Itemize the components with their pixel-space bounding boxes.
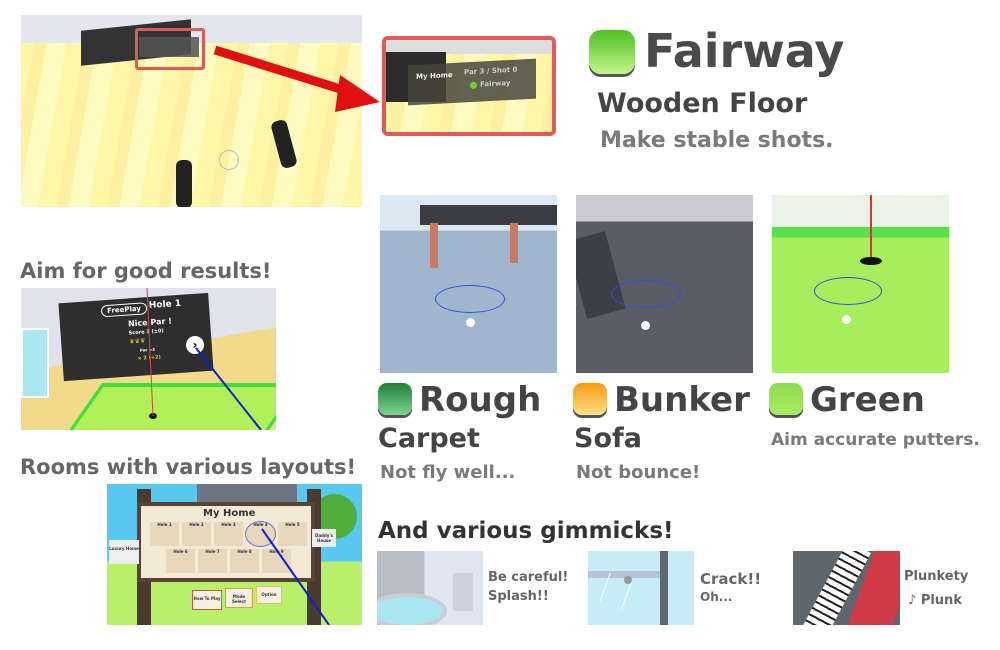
hud-surface: Fairway — [480, 78, 511, 89]
rough-desc: Not fly well... — [380, 462, 516, 483]
rough-surface: Carpet — [378, 423, 480, 454]
fairway-desc: Make stable shots. — [600, 128, 834, 153]
results-heading: Aim for good results! — [20, 259, 272, 283]
gimmick-2-line1: Crack!! — [700, 570, 762, 588]
fairway-title: Fairway — [644, 24, 845, 78]
green-desc: Aim accurate putters. — [771, 430, 980, 450]
bunker-color-icon — [573, 383, 607, 415]
piano-gimmick-image — [793, 551, 900, 625]
bunker-desc: Not bounce! — [576, 462, 701, 483]
bunker-surface: Sofa — [574, 423, 642, 454]
hole-6-button[interactable]: Hole 6 — [166, 549, 195, 573]
green-image — [772, 195, 949, 373]
rooms-heading: Rooms with various layouts! — [20, 455, 357, 479]
gimmick-2-line2: Oh... — [700, 590, 733, 604]
daddys-house-sign[interactable]: Daddy's House — [312, 529, 336, 547]
red-arrow — [213, 45, 380, 112]
gimmick-3-line1: Plunkety — [904, 569, 969, 584]
hud-panel-small — [139, 37, 199, 57]
gimmick-1-line2: Splash!! — [488, 589, 549, 604]
aim-ring — [219, 150, 239, 170]
bath-gimmick-image — [377, 551, 483, 625]
board-title: My Home — [203, 508, 256, 519]
gimmick-1-line1: Be careful! — [488, 570, 569, 585]
hud-room: My Home — [416, 71, 453, 81]
hole-1-button[interactable]: Hole 1 — [150, 522, 179, 546]
green-color-icon — [769, 383, 803, 415]
fairway-color-icon — [589, 30, 635, 74]
controller-left — [176, 160, 192, 207]
bunker-title: Bunker — [614, 380, 750, 420]
rough-color-icon — [378, 383, 412, 415]
option-button[interactable]: Option — [256, 586, 282, 604]
highlight-box-small — [135, 28, 205, 70]
rough-title: Rough — [419, 380, 542, 420]
mode-select-button[interactable]: Mode Select — [225, 588, 253, 608]
window-gimmick-image — [588, 551, 694, 625]
fairway-surface: Wooden Floor — [597, 88, 808, 119]
course-board: My Home Hole 1 Hole 2 Hole 3 Hole 4 Hole… — [137, 502, 315, 582]
hole-2-button[interactable]: Hole 2 — [182, 522, 211, 546]
luxury-home-sign[interactable]: Luxury Home — [109, 540, 139, 564]
controller-right — [270, 118, 298, 170]
hole-5-button[interactable]: Hole 5 — [278, 522, 307, 546]
gimmicks-heading: And various gimmicks! — [378, 518, 674, 544]
hole-7-button[interactable]: Hole 7 — [198, 549, 227, 573]
rooms-screenshot: My Home Hole 1 Hole 2 Hole 3 Hole 4 Hole… — [107, 484, 362, 625]
green-title: Green — [810, 380, 925, 420]
bunker-sofa-image — [576, 195, 753, 373]
gimmick-3-line2: ♪ Plunk — [908, 593, 962, 608]
how-to-play-button[interactable]: How To Play — [192, 590, 222, 610]
hud-par-shot: Par 3 / Shot 0 — [464, 65, 518, 77]
hole-8-button[interactable]: Hole 8 — [230, 549, 259, 573]
next-button[interactable]: › — [186, 336, 204, 354]
rough-carpet-image — [380, 195, 557, 373]
fairway-dot-icon — [470, 81, 477, 90]
hole-3-button[interactable]: Hole 3 — [214, 522, 243, 546]
results-screenshot: FreePlay Hole 1 Nice Par ! Score 3 (±0) … — [21, 288, 276, 430]
hud-zoom-panel: My Home Par 3 / Shot 0 Fairway — [382, 36, 556, 136]
